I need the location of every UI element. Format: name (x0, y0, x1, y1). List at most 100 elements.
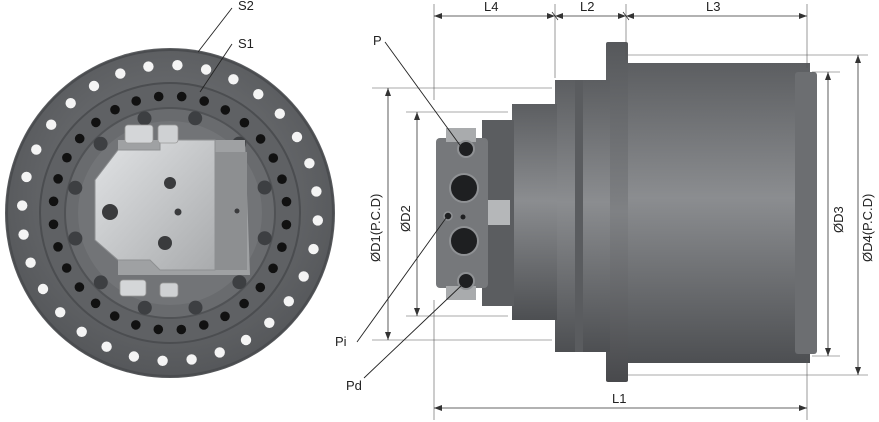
hub-bolt (232, 275, 247, 290)
flange-edge-ring (6, 49, 334, 377)
fitting-top (124, 124, 154, 144)
inner-bolt-hole (131, 320, 141, 330)
outer-bolt-hole (157, 355, 168, 366)
hub-bolt (188, 300, 203, 315)
inner-bolt-hole (176, 91, 187, 102)
inner-bolt-hole (109, 311, 120, 321)
label-d1: ØD1(P.C.D) (368, 194, 383, 262)
inner-bolt-hole (153, 91, 164, 102)
valve-port-small (234, 208, 240, 214)
inner-bolt-hole (281, 196, 292, 207)
inner-bolt-hole (131, 96, 141, 106)
label-d2: ØD2 (398, 205, 413, 232)
inner-bolt-hole (48, 219, 59, 230)
inner-bolt-hole (220, 105, 231, 115)
inner-bolt-hole (277, 242, 287, 252)
outer-bolt-hole (312, 215, 323, 226)
inner-bolt-hole (53, 174, 63, 184)
housing-step (512, 104, 557, 320)
outer-bolt-hole (228, 74, 239, 85)
hub-bolt (68, 180, 83, 195)
outer-bolt-hole (172, 59, 183, 71)
port-b (449, 226, 479, 256)
outer-bolt-hole (311, 186, 322, 197)
outer-bolt-hole (31, 144, 42, 155)
valve-port-left (102, 204, 118, 220)
inner-bolt-hole (255, 282, 266, 293)
inner-bolt-hole (199, 96, 209, 106)
inner-bolt-hole (53, 242, 63, 252)
inner-bolt-hole (90, 298, 101, 309)
fitting-bottom (119, 279, 147, 297)
port-small (460, 214, 466, 220)
port-a (449, 173, 479, 203)
outer-bolt-hole (55, 307, 66, 318)
valve-port-bottom (158, 236, 172, 250)
label-d3: ØD3 (831, 206, 846, 233)
outer-bolt-hole (128, 351, 140, 362)
inner-bolt-hole (74, 282, 85, 292)
outer-bolt-hole (291, 131, 303, 143)
outer-bolt-hole (298, 271, 309, 282)
inner-bolt-hole (61, 263, 72, 273)
inner-bolt-hole (110, 104, 120, 115)
inner-bolt-hole (199, 320, 209, 330)
label-d4: ØD4(P.C.D) (860, 194, 875, 262)
inner-bolt-hole (176, 324, 187, 335)
label-l2: L2 (580, 0, 594, 14)
valve-assembly (436, 138, 488, 288)
inner-bolt-hole (153, 324, 164, 335)
outer-bolt-hole (283, 296, 294, 307)
outer-bolt-hole (240, 334, 252, 346)
hub-bolt (257, 180, 272, 195)
outer-bolt-hole (65, 98, 76, 109)
inner-bolt-hole (239, 117, 250, 128)
label-s1: S1 (238, 36, 254, 51)
outer-bolt-hole (253, 89, 264, 100)
hub-bolt (137, 111, 152, 126)
inner-bolt-hole (220, 311, 230, 322)
drum-end-cap (795, 72, 817, 354)
drum-body (625, 63, 810, 363)
hub-bolt (257, 231, 272, 246)
label-l4: L4 (484, 0, 498, 14)
hub-bolt (93, 136, 108, 151)
hub-bolt (137, 300, 152, 315)
outer-bolt-hole (214, 347, 225, 358)
inner-bolt-hole (62, 152, 72, 163)
label-l1: L1 (612, 391, 626, 406)
valve-port-center (174, 208, 182, 216)
outer-bolt-hole (18, 229, 29, 240)
hub-bolt (188, 111, 203, 126)
valve-cap-top (446, 128, 476, 142)
hub-bolt (93, 275, 108, 290)
outer-bolt-hole (308, 243, 319, 255)
outer-bolt-hole (17, 200, 28, 211)
inner-bolt-hole (48, 196, 59, 207)
label-pi: Pi (335, 334, 347, 349)
outer-bolt-hole (21, 171, 32, 183)
inner-bolt-hole (74, 133, 85, 144)
front-view (5, 48, 335, 378)
outer-bolt-hole (76, 326, 87, 337)
fitting-bottom-2 (159, 282, 179, 298)
port-p (457, 140, 475, 158)
hub-bolt (68, 231, 83, 246)
inner-bolt-hole (91, 117, 101, 128)
hub-bolts (68, 111, 272, 315)
outer-bolt-hole (25, 257, 36, 268)
outer-bolt-hole (101, 341, 112, 352)
labels: S2 S1 P Pi Pd L4 L2 L3 L1 ØD1(P.C.D) ØD2… (238, 0, 875, 406)
outer-bolt-hole (304, 158, 315, 169)
valve-port-top (164, 177, 176, 189)
inner-bolt-hole (268, 263, 278, 274)
inner-bolt-hole (239, 298, 249, 309)
outer-bolt-hole (143, 61, 154, 72)
valve-side-plate (215, 152, 247, 270)
inner-bolt-hole (277, 174, 287, 184)
mount-flange (606, 42, 628, 382)
fitting-top-2 (157, 124, 179, 144)
side-view (436, 42, 817, 382)
outer-bolt-hole (88, 80, 100, 92)
